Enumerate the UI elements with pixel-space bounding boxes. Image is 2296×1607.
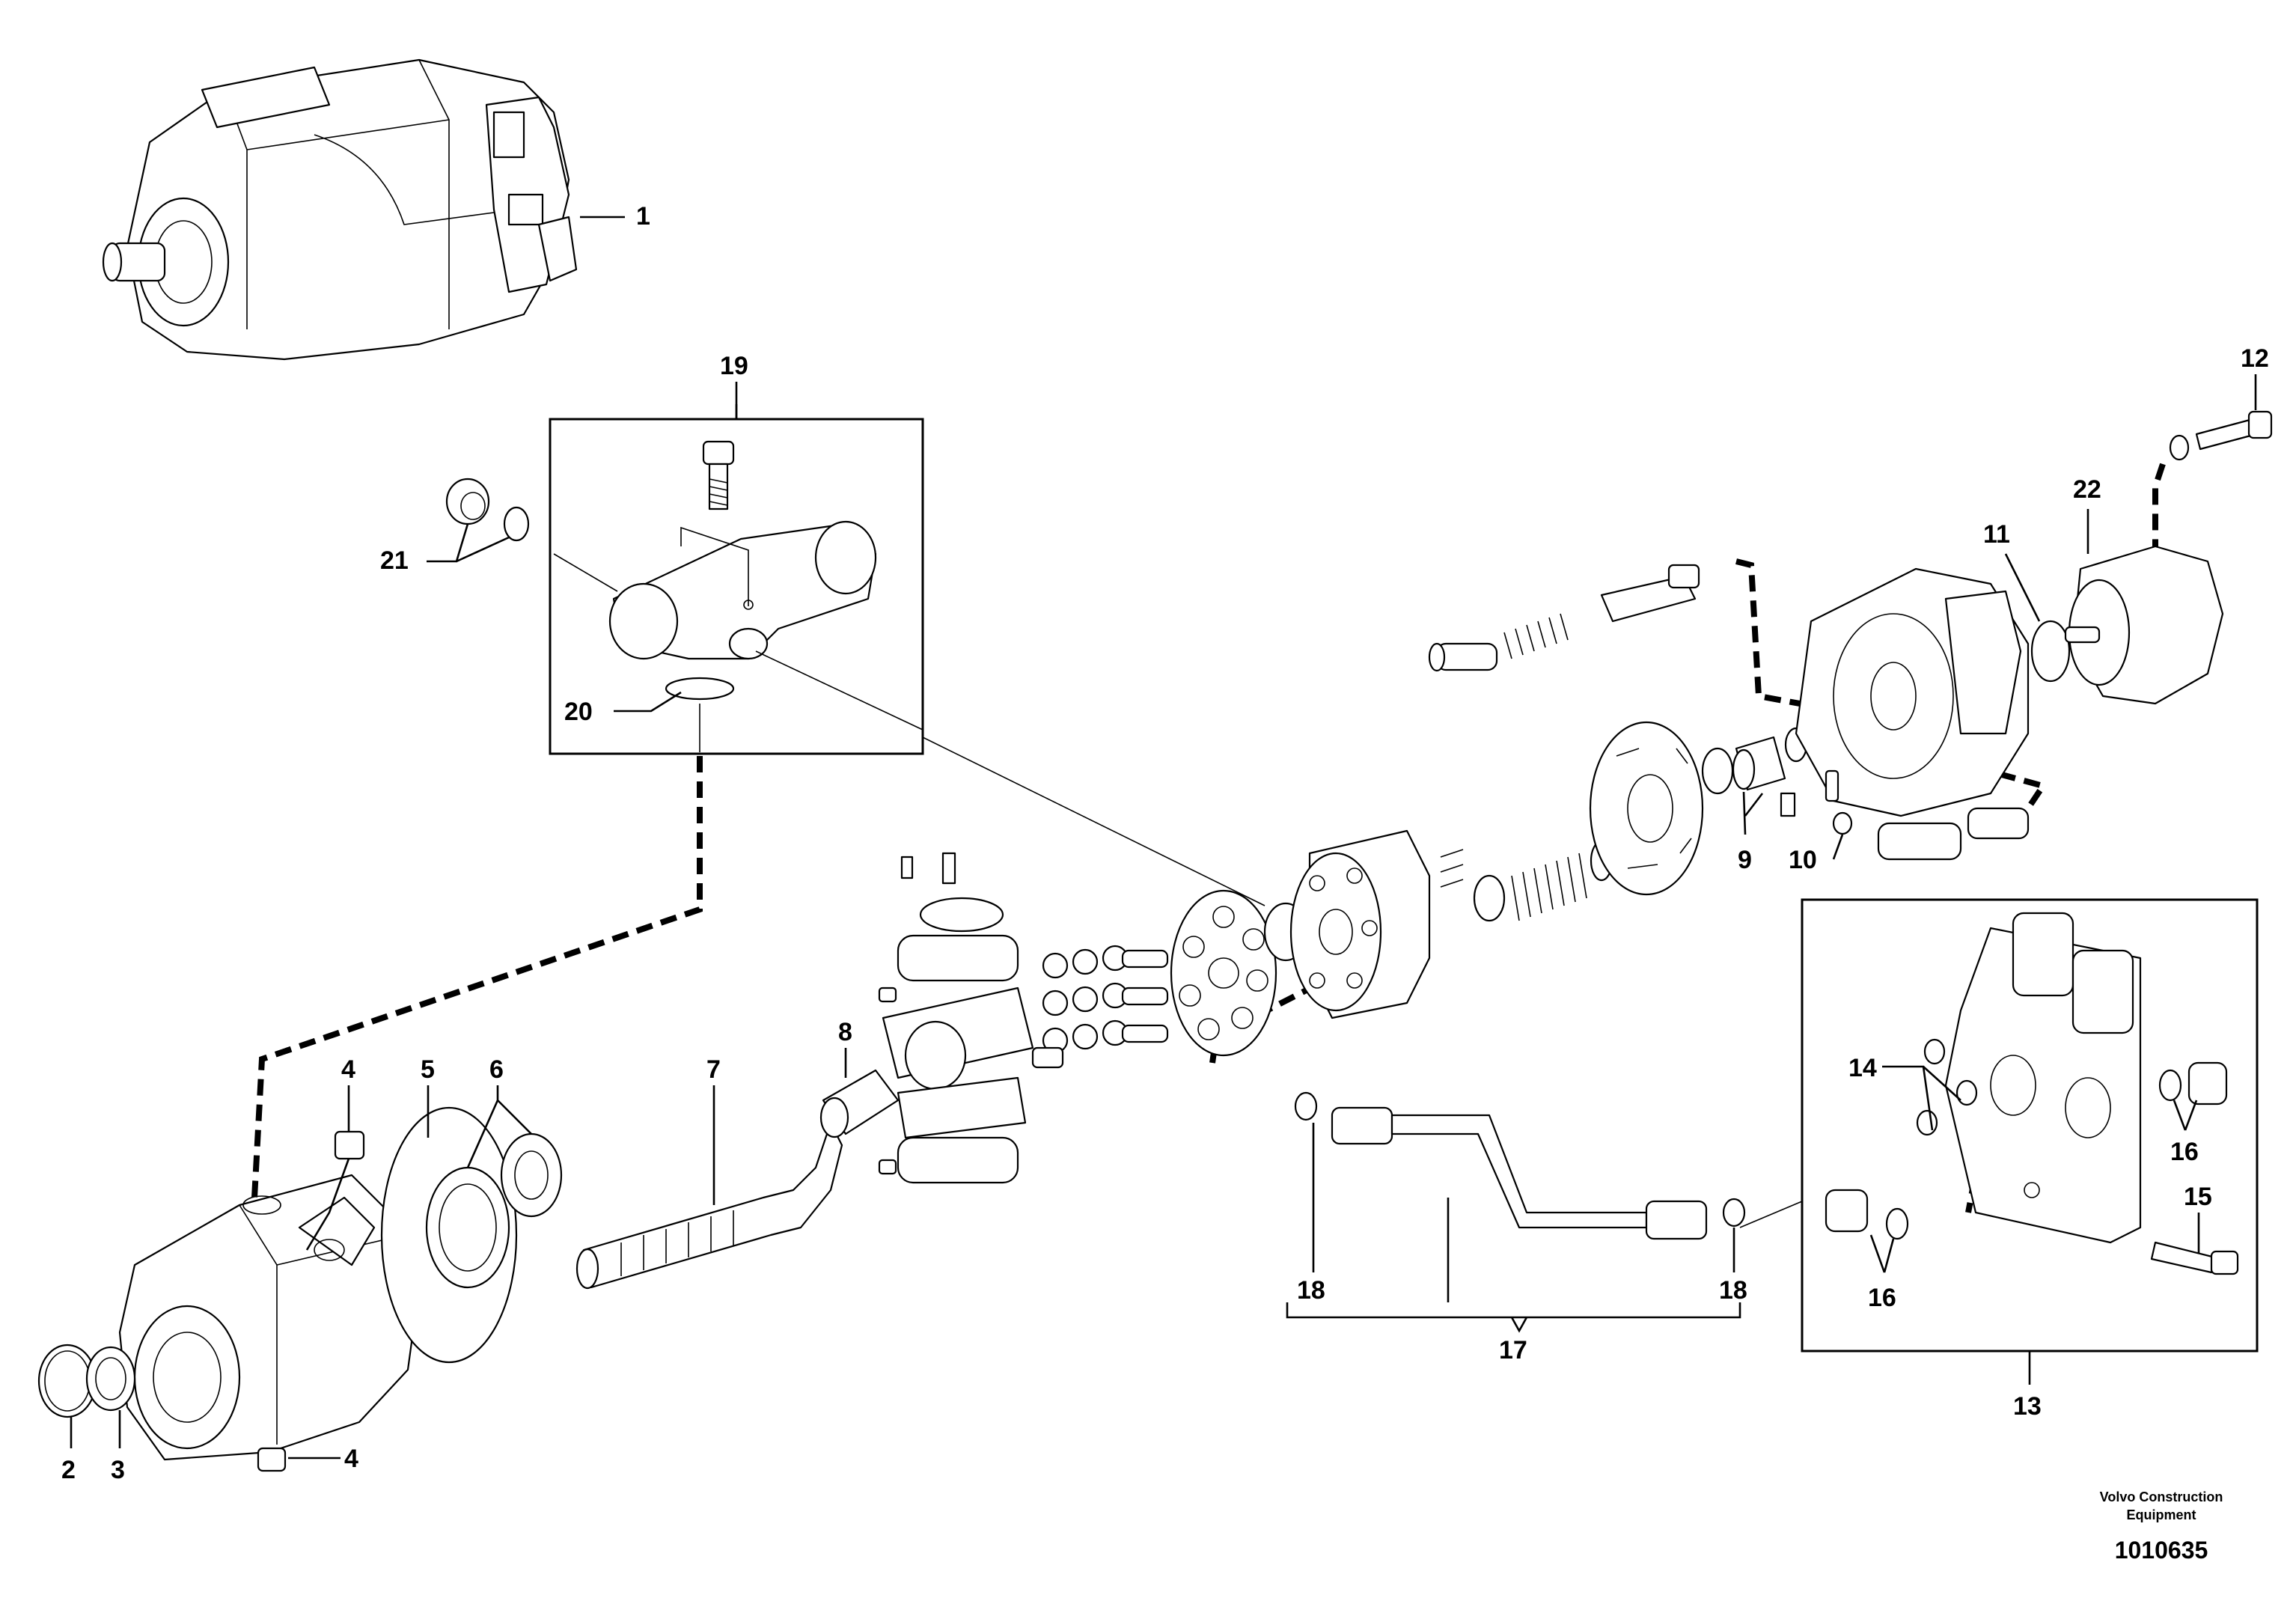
brand-line-1: Volvo Construction: [2100, 1489, 2223, 1504]
bushing-8: [819, 1069, 900, 1138]
callout-2: 2: [61, 1456, 76, 1484]
callout-8: 8: [838, 1018, 852, 1046]
bracket-17: [1286, 1302, 1741, 1333]
o-ring-18-left: [1294, 1091, 1318, 1121]
drive-shaft-7: [575, 1121, 843, 1290]
screw-12: [2169, 410, 2273, 461]
valve-plate: [1589, 721, 1704, 896]
bearing-9: [1701, 727, 1808, 795]
callout-11: 11: [1983, 520, 2010, 549]
control-piston: [1428, 564, 1700, 672]
callout-7: 7: [706, 1055, 721, 1084]
callout-15: 15: [2184, 1183, 2212, 1211]
callout-14: 14: [1848, 1054, 1877, 1082]
retainer-plate: [1170, 889, 1277, 1057]
o-ring-18-right: [1722, 1198, 1746, 1228]
o-ring-20: [665, 677, 735, 701]
callout-9: 9: [1738, 846, 1752, 874]
callout-17: 17: [1499, 1336, 1527, 1364]
cylinder-block: [1289, 829, 1431, 1019]
o-rings-14: [1916, 1038, 1978, 1136]
callout-4-top: 4: [341, 1055, 355, 1084]
relief-valve-screw: [702, 440, 735, 510]
plug-4-bottom: [257, 1447, 287, 1472]
callout-16-left: 16: [1868, 1284, 1896, 1312]
figure-number: 1010635: [2115, 1537, 2208, 1564]
bearing-6: [500, 1132, 563, 1218]
callout-10: 10: [1789, 846, 1817, 874]
o-ring-11: [2030, 620, 2071, 683]
callout-5: 5: [421, 1055, 435, 1084]
callout-3: 3: [111, 1456, 125, 1484]
cover-22: [2064, 545, 2224, 705]
plug-16-left: [1825, 1189, 1909, 1240]
shaft-seal-3: [85, 1346, 136, 1412]
callout-4-bottom: 4: [344, 1445, 358, 1473]
pump-housing: [118, 1174, 421, 1461]
plug-21: [445, 478, 530, 542]
callout-13: 13: [2013, 1392, 2042, 1421]
plug-16-right: [2158, 1061, 2228, 1106]
pump-assembly: [102, 58, 578, 361]
callout-16-right: 16: [2170, 1138, 2199, 1166]
screw-15: [2150, 1241, 2239, 1275]
o-ring-10: [1832, 811, 1853, 835]
callout-21: 21: [380, 546, 409, 575]
relief-valve-body: [608, 520, 877, 660]
callout-6: 6: [489, 1055, 504, 1084]
spring-and-pins: [1440, 840, 1613, 922]
valve-block-13: [1944, 912, 2142, 1244]
callout-19: 19: [720, 352, 748, 380]
callout-1: 1: [636, 202, 650, 231]
brand-line-2: Equipment: [2127, 1507, 2196, 1522]
piston-set: [1031, 945, 1169, 1069]
end-cover: [1780, 567, 2030, 861]
callout-18-right: 18: [1719, 1276, 1747, 1305]
pipe-assembly-17: [1331, 1106, 1708, 1240]
callout-12: 12: [2241, 344, 2269, 373]
callout-20: 20: [564, 698, 593, 726]
plug-4-top: [334, 1130, 365, 1160]
callout-22: 22: [2073, 475, 2101, 504]
swashplate: [878, 852, 1034, 1184]
callout-18-left: 18: [1297, 1276, 1325, 1305]
